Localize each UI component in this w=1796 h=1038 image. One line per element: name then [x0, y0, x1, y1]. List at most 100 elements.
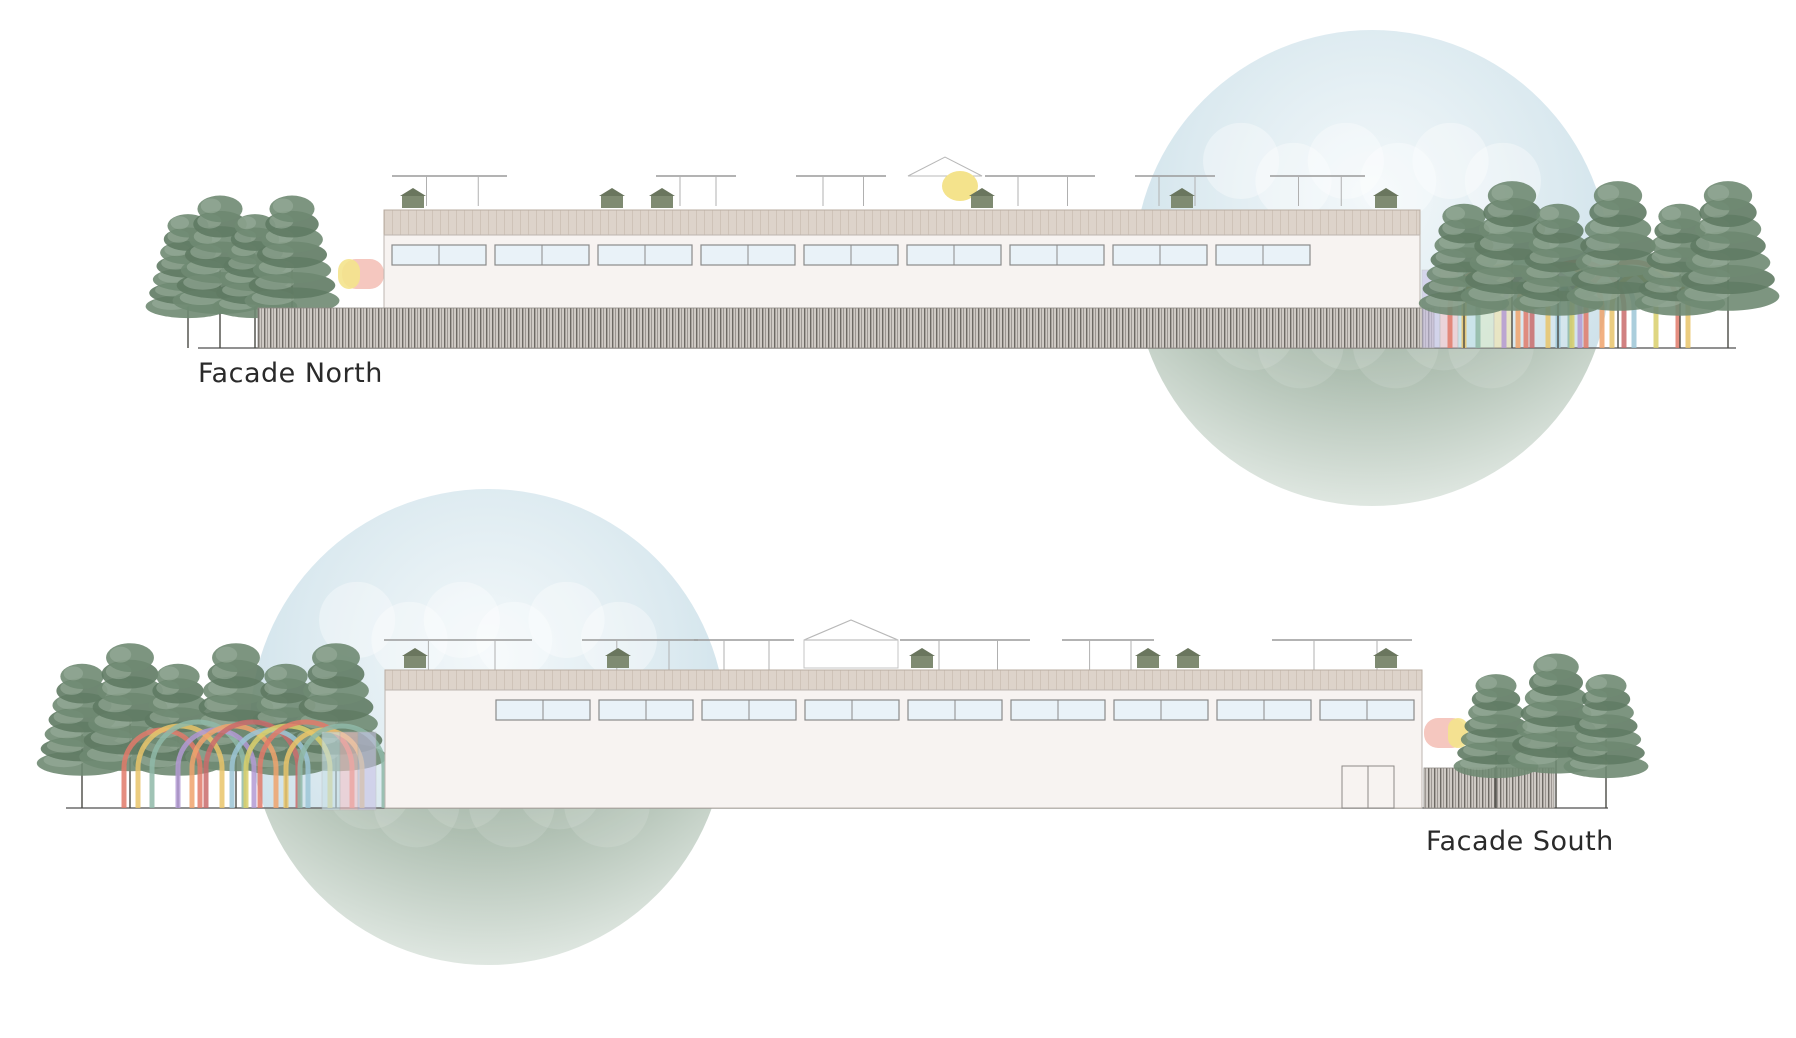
roof-rack [392, 175, 507, 206]
vent-body [601, 196, 623, 208]
vent-body [1375, 196, 1397, 208]
arch [203, 719, 301, 808]
sky-cloud [423, 581, 500, 658]
building [384, 669, 1423, 809]
vent-cap [400, 188, 426, 196]
tree-highlight [1445, 206, 1466, 221]
roof-rack [985, 175, 1095, 206]
rooftop-cylinder [338, 259, 360, 289]
ground-cloud [1448, 348, 1534, 389]
ground-cloud [1257, 348, 1344, 389]
color-panel [357, 731, 377, 811]
vent-cap [969, 188, 995, 196]
vent-body [971, 196, 993, 208]
tree-highlight [200, 198, 222, 214]
roof-vent-icon [1175, 648, 1201, 668]
roof-vent-icon [969, 188, 995, 208]
window [495, 699, 591, 721]
tree-icon [244, 195, 340, 348]
roof-vent-icon [1373, 648, 1399, 668]
roof-pavilion [803, 619, 899, 641]
tree-highlight [1536, 656, 1558, 672]
ground-cloud [1353, 348, 1439, 389]
tree-highlight [1539, 206, 1560, 221]
facade-south [36, 489, 1649, 965]
ground-cloud [427, 808, 502, 830]
roof-vent-icon [599, 188, 625, 208]
roof-rack [656, 175, 736, 206]
roof-vent-icon [1373, 188, 1399, 208]
window [1112, 244, 1208, 266]
vent-cap [605, 648, 631, 656]
sky-cloud [319, 581, 396, 658]
tree-highlight [1597, 184, 1620, 201]
window [598, 699, 694, 721]
tree-highlight [1661, 206, 1682, 221]
roof-rack [1135, 175, 1215, 206]
tree-highlight [109, 646, 132, 663]
roof-rack [1062, 639, 1154, 670]
window [804, 699, 900, 721]
facade-north-label: Facade North [198, 358, 383, 389]
tree-highlight [237, 216, 257, 230]
tree-highlight [1588, 676, 1608, 690]
vent-cap [649, 188, 675, 196]
tree-highlight [267, 666, 288, 681]
window [1009, 244, 1105, 266]
window [1010, 699, 1106, 721]
tree-highlight [1707, 184, 1730, 201]
tree-icon [1676, 181, 1780, 348]
tree-highlight [315, 646, 338, 663]
tree-icon [1563, 674, 1649, 808]
sky-cloud [1203, 122, 1280, 199]
vent-cap [1135, 648, 1161, 656]
vent-cap [1169, 188, 1195, 196]
vent-cap [599, 188, 625, 196]
ground-circle [1147, 348, 1597, 506]
ground-cloud [564, 808, 650, 848]
arch [149, 719, 247, 808]
vent-body [404, 656, 426, 668]
color-panel [339, 731, 359, 811]
roof-vent-icon [649, 188, 675, 208]
tree-icon [1512, 203, 1604, 348]
roof-rack [694, 639, 794, 670]
vent-body [651, 196, 673, 208]
vent-cap [1175, 648, 1201, 656]
vent-body [1375, 656, 1397, 668]
window [1113, 699, 1209, 721]
arch [297, 723, 387, 808]
tree-highlight [272, 198, 294, 214]
roof-band [383, 209, 1421, 236]
vent-body [1177, 656, 1199, 668]
slatted-fence [257, 307, 1435, 349]
vent-cap [909, 648, 935, 656]
ground-cloud [1310, 348, 1386, 371]
ground-cloud [373, 808, 460, 848]
rainbow-arch-icon [121, 719, 387, 808]
ground-cloud [1405, 348, 1482, 371]
yellow-rooftop-feature [942, 171, 978, 201]
facade-north [145, 30, 1780, 506]
roof-vent-icon [400, 188, 426, 208]
ground-cloud [1215, 348, 1291, 371]
sky-cloud [528, 581, 605, 658]
tree-highlight [159, 666, 180, 681]
ground-cloud [331, 808, 407, 830]
color-panel [321, 731, 341, 811]
window [906, 244, 1002, 266]
tree-highlight [1478, 676, 1498, 690]
roof-rack [796, 175, 886, 206]
window [1216, 699, 1312, 721]
roof-vent-icon [909, 648, 935, 668]
vent-cap [1373, 188, 1399, 196]
vent-cap [402, 648, 428, 656]
vent-body [402, 196, 424, 208]
facade-south-label: Facade South [1426, 826, 1614, 857]
tree-highlight [170, 216, 190, 230]
window [907, 699, 1003, 721]
tree-highlight [63, 666, 84, 681]
vent-body [911, 656, 933, 668]
tree-highlight [215, 646, 238, 663]
